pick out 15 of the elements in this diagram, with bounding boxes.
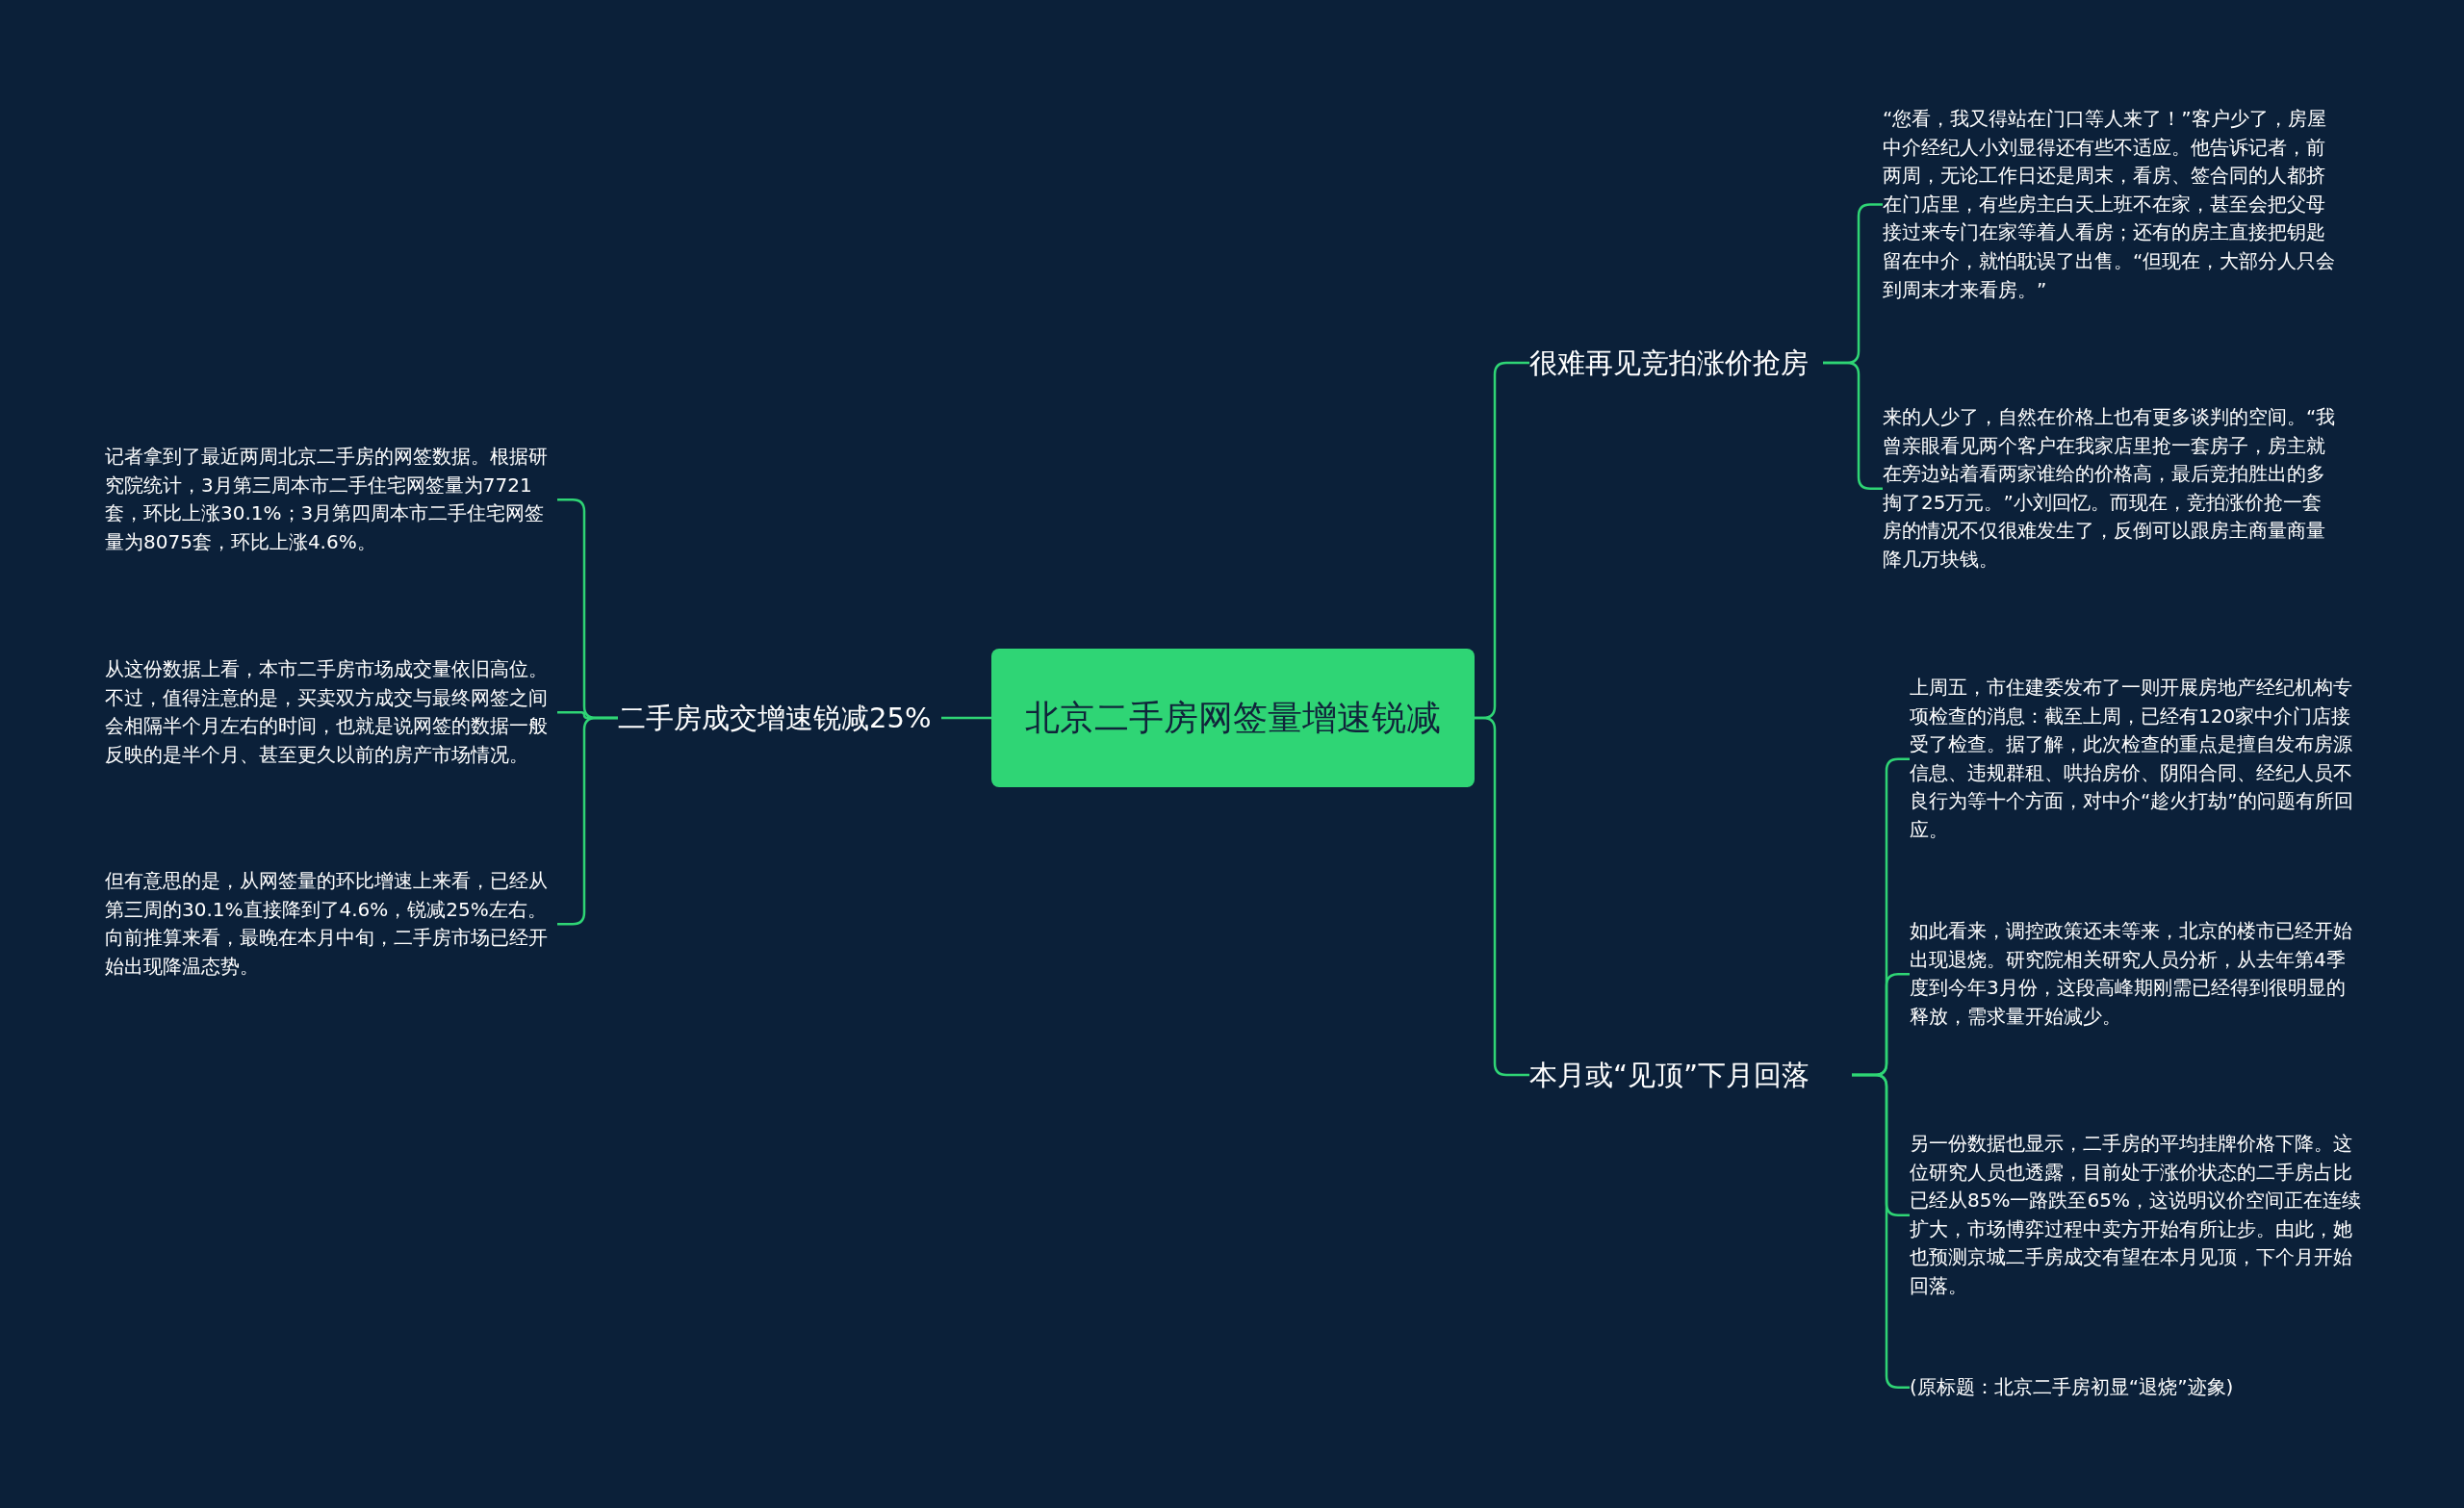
note-text: (原标题：北京二手房初显“退烧”迹象) <box>1910 1374 2235 1400</box>
branch-topic: 很难再见竞拍涨价抢房 <box>1529 345 1809 381</box>
note-text: 从这份数据上看，本市二手房市场成交量依旧高位。不过，值得注意的是，买卖双方成交与最终网签之间会相隔半个月左右的时间，也就是说网签的数据一般反映的是半个月、甚至更久以前的房产市场情况。 <box>105 656 549 768</box>
note-text: “您看，我又得站在门口等人来了！”客户少了，房屋中介经纪人小刘显得还有些不适应。他告诉记者，前两周，无论工作日还是周末，看房、签合同的人都挤在门店里，有些房主白天上班不在家，甚至会把父母接过来专门在家等着人看房；还有的房主直接把钥匙留在中介，就怕耽误了出售。“但现在，大部分人只会到周末才来看房。” <box>1883 106 2337 303</box>
note-text: 来的人少了，自然在价格上也有更多谈判的空间。“我曾亲眼看见两个客户在我家店里抢一套房子，房主就在旁边站着看两家谁给的价格高，最后竞拍胜出的多掏了25万元。”小刘回忆。而现在，竞拍涨价抢一套房的情况不仅很难发生了，反倒可以跟房主商量商量降几万块钱。 <box>1883 404 2337 573</box>
note-text: 但有意思的是，从网签量的环比增速上来看，已经从第三周的30.1%直接降到了4.6%，锐减25%左右。向前推算来看，最晚在本月中旬，二手房市场已经开始出现降温态势。 <box>105 868 549 980</box>
central-topic-box: 北京二手房网签量增速锐减 <box>991 649 1475 787</box>
note-text: 另一份数据也显示，二手房的平均挂牌价格下降。这位研究人员也透露，目前处于涨价状态的二手房占比已经从85%一路跌至65%，这说明议价空间正在连续扩大，市场博弈过程中卖方开始有所让步。由此，她也预测京城二手房成交有望在本月见顶，下个月开始回落。 <box>1910 1131 2362 1299</box>
connector-line <box>941 716 991 720</box>
note-text: 上周五，市住建委发布了一则开展房地产经纪机构专项检查的消息：截至上周，已经有120家中介门店接受了检查。据了解，此次检查的重点是擅自发布房源信息、违规群租、哄抬房价、阴阳合同、经纪人员不良行为等十个方面，对中介“趁火打劫”的问题有所回应。 <box>1910 675 2354 843</box>
connector-line <box>1475 716 1529 1077</box>
note-text: 记者拿到了最近两周北京二手房的网签数据。根据研究院统计，3月第三周本市二手住宅网签量为7721套，环比上涨30.1%；3月第四周本市二手住宅网签量为8075套，环比上涨4.6%。 <box>105 444 549 555</box>
branch-topic: 本月或“见顶”下月回落 <box>1529 1058 1810 1093</box>
note-text: 如此看来，调控政策还未等来，北京的楼市已经开始出现退烧。研究院相关研究人员分析，从去年第4季度到今年3月份，这段高峰期刚需已经得到很明显的释放，需求量开始减少。 <box>1910 918 2353 1030</box>
branch-topic: 二手房成交增速锐减25% <box>618 701 932 736</box>
